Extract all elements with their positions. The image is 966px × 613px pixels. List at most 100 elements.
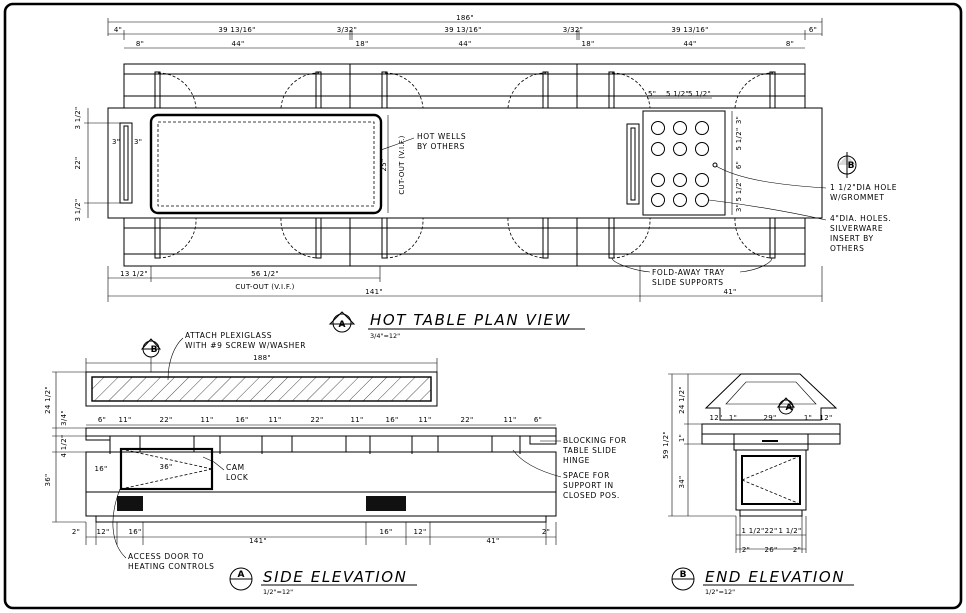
end-left-dim: 1" [678,434,686,442]
side-title: SIDE ELEVATION [263,568,407,586]
hole-dim-top: 5 1/2" [688,90,711,98]
end-top-dim: 1" [804,414,812,422]
note-access: ACCESS DOOR TO [128,552,204,561]
side-bottom-dim: 12" [413,528,426,536]
plan-bottom-dim: CUT-OUT (V.I.F.) [235,283,294,291]
plan-overall-dim: 186" [456,14,474,22]
plan-bottom-dim: 56 1/2" [251,270,279,278]
side-marker-label: B [151,345,158,355]
hole-dim-top: 5 1/2" [666,90,689,98]
side-elevation: 188" 6" 11" 22" 11" 16" 11" 22" 11" 16" … [44,331,627,596]
end-title-block: B END ELEVATION 1/2"=12" [671,567,854,596]
plan-bottom-dim: 41" [723,288,736,296]
note-holes: SILVERWARE [830,224,883,233]
end-bottom-dim: 22" [764,527,777,535]
plan-top-dim: 6" [809,26,817,34]
plan-view: 186" 4" 39 13/16" 3/32" 18" 39 13/16" 3/… [74,14,897,340]
side-left-dim: 36" [44,473,52,486]
side-seg-dim: 16" [385,416,398,424]
plan-left-dim: 22" [74,156,82,169]
plan-left-dim: 3" [134,138,142,146]
side-seg-dim: 11" [503,416,516,424]
plan-left-dim: 3 1/2" [74,199,82,222]
note-space: SPACE FOR [563,471,610,480]
side-overall-dim: 188" [253,354,271,362]
end-top-dim: 12" [819,414,832,422]
note-cam: CAM [226,463,245,472]
silverware-holes [651,121,718,207]
plan-sub-dim: 44" [683,40,696,48]
side-bottom-dim: 16" [128,528,141,536]
note-hot-wells: HOT WELLS [417,132,466,141]
hole-dim-side: 5 1/2" [735,128,743,151]
note-hot-wells: BY OTHERS [417,142,465,151]
plan-top-dim: 3/32" [563,26,583,34]
end-top-dim: 29" [763,414,776,422]
note-plexi: ATTACH PLEXIGLASS [185,331,272,340]
side-left-dim: 3/4" [60,410,68,426]
side-title-bubble: A [238,570,245,580]
side-seg-dim: 6" [98,416,106,424]
plan-sub-dim: 44" [231,40,244,48]
side-seg-dim: 22" [310,416,323,424]
plan-title-block: A HOT TABLE PLAN VIEW 3/4"=12" [328,311,585,340]
end-left-dim: 34" [678,475,686,488]
end-title-bubble: B [680,570,687,580]
note-grommet: W/GROMMET [830,193,885,202]
side-seg-dim: 16" [235,416,248,424]
side-seg-dim: 11" [118,416,131,424]
side-seg-dim: 11" [350,416,363,424]
note-holes: INSERT BY [830,234,874,243]
plan-title-bubble: A [339,320,346,330]
end-scale: 1/2"=12" [705,588,735,596]
plan-title: HOT TABLE PLAN VIEW [370,311,571,329]
plan-sub-dim: 44" [458,40,471,48]
side-bottom-dim: 41" [486,537,499,545]
end-top-dim: 1" [729,414,737,422]
end-bottom-dim: 2" [793,546,801,554]
note-blocking: BLOCKING FOR [563,436,627,445]
plan-left-dim: 3 1/2" [74,107,82,130]
plan-top-dim: 4" [114,26,122,34]
note-holes: OTHERS [830,244,864,253]
end-left-dim: 24 1/2" [678,386,686,414]
plan-top-dim: 3/32" [337,26,357,34]
end-section-marker: A [776,397,796,415]
end-bottom-dim: 26" [764,546,777,554]
side-seg-dim: 11" [268,416,281,424]
plan-top-dim: 39 13/16" [444,26,481,34]
cutout-label: CUT-OUT (V.I.F.) [398,135,406,194]
note-cam: LOCK [226,473,249,482]
side-bottom-dim: 2" [542,528,550,536]
note-access: HEATING CONTROLS [128,562,215,571]
marker-b-label: B [848,161,855,171]
side-seg-dim: 22" [460,416,473,424]
door-dim: 16" [94,465,107,473]
end-left-dim: 59 1/2" [662,431,670,459]
plan-left-dim: 3" [112,138,120,146]
side-title-block: A SIDE ELEVATION 1/2"=12" [229,567,417,596]
end-bottom-dim: 1 1/2" [742,527,765,535]
side-seg-dim: 11" [418,416,431,424]
plan-top-dim: 39 13/16" [218,26,255,34]
end-marker-label: A [786,403,793,413]
end-elevation: 12" 1" 29" 1" 12" A 24 1/2" 59 1/2" 1" 3… [662,373,854,596]
plan-scale: 3/4"=12" [370,332,400,340]
hole-dim-side: 6" [735,161,743,169]
note-space: CLOSED POS. [563,491,620,500]
plan-top-dim: 39 13/16" [671,26,708,34]
side-seg-dim: 22" [159,416,172,424]
note-grommet: 1 1/2"DIA HOLE [830,183,897,192]
plan-bottom-dim: 13 1/2" [120,270,148,278]
side-seg-dim: 6" [534,416,542,424]
sheet-border [3,2,963,610]
note-holes: 4"DIA. HOLES. [830,214,891,223]
hole-dim-top: 5" [648,90,656,98]
hole-dim-side: 5 1/2" [735,179,743,202]
hole-dim-side: 3" [735,204,743,212]
side-section-marker: B [140,338,162,372]
side-scale: 1/2"=12" [263,588,293,596]
side-left-dim: 4 1/2" [60,435,68,458]
side-bottom-dim: 16" [379,528,392,536]
